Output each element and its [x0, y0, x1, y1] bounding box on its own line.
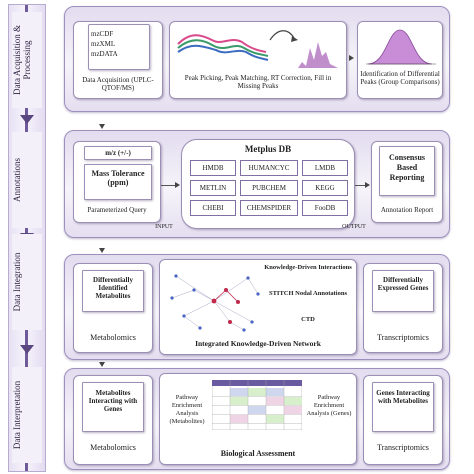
- pathway-genes-label: Pathway Enrichment Analysis (Genes): [306, 394, 352, 417]
- consensus-box: Consensus Based Reporting: [379, 146, 435, 196]
- stitch-label: STITCH Nodal Annotations: [268, 290, 348, 297]
- metab-with-genes-box: Metabolites Interacting with Genes: [82, 382, 144, 432]
- query-card: m/z (+/-) Mass Tolerance (ppm) Parameter…: [73, 141, 161, 223]
- row-interpretation: Metabolites Interacting with Genes Metab…: [64, 368, 450, 470]
- row-integration: Differentially Identified Metabolites Me…: [64, 254, 450, 360]
- db-kegg: KEGG: [302, 180, 348, 196]
- acquisition-label: Data Acquisition (UPLC-QTOF/MS): [82, 76, 154, 92]
- stage-label-integration: Data Integration: [12, 234, 42, 330]
- row1-to-row2-arrow: [99, 124, 105, 129]
- network-graph: [170, 274, 260, 332]
- stage-label-interpretation: Data Interpretation: [12, 367, 42, 463]
- db-hmdb: HMDB: [190, 160, 236, 176]
- db-title: Metplus DB: [244, 144, 292, 154]
- knowledge-interactions-label: Knowledge-Driven Interactions: [264, 264, 352, 271]
- diff-genes-box: Differentially Expressed Genes: [372, 270, 434, 312]
- genes-with-metab-label: Genes Interacting with Metabolites: [376, 389, 430, 405]
- diff-genes-label: Differentially Expressed Genes: [377, 276, 429, 292]
- arrow-to-identification: [349, 55, 354, 61]
- biological-assessment-label: Biological Assessment: [220, 449, 296, 458]
- format-mzcdf: mzCDF: [91, 30, 114, 38]
- transcriptomics-card-2: Genes Interacting with Metabolites Trans…: [363, 375, 443, 465]
- processing-card: Peak Picking, Peak Matching, RT Correcti…: [169, 21, 347, 99]
- stage-bar: Data Acquisition & Processing Annotation…: [8, 4, 46, 472]
- genes-with-metab-box: Genes Interacting with Metabolites: [372, 382, 434, 432]
- file-stack: mzCDF mzXML mzDATA: [88, 24, 150, 70]
- output-line: [355, 185, 365, 186]
- acquisition-card: mzCDF mzXML mzDATA Data Acquisition (UPL…: [73, 21, 163, 99]
- db-lmdb: LMDB: [302, 160, 348, 176]
- metabolomics-label-2: Metabolomics: [90, 443, 136, 452]
- mass-tolerance-label: Mass Tolerance (ppm): [91, 169, 145, 187]
- db-metlin: METLIN: [190, 180, 236, 196]
- diff-metabolites-box: Differentially Identified Metabolites: [82, 270, 144, 312]
- annotation-report-label: Annotation Report: [380, 206, 434, 214]
- pathway-metabolites-label: Pathway Enrichment Analysis (Metabolites…: [169, 394, 205, 425]
- db-chemspider: CHEMSPIDER: [240, 200, 298, 216]
- stage-arrow-1: [20, 115, 34, 124]
- diff-metabolites-label: Differentially Identified Metabolites: [93, 276, 133, 300]
- processing-label: Peak Picking, Peak Matching, RT Correcti…: [184, 74, 332, 90]
- chromatogram-image: [177, 30, 338, 68]
- input-line: [161, 185, 175, 186]
- enrichment-grid: [212, 380, 302, 430]
- input-arrowhead: [175, 182, 180, 188]
- output-arrowhead: [365, 182, 370, 188]
- query-label: Parameterized Query: [87, 206, 147, 214]
- identification-label: Identification of Differential Peaks (Gr…: [360, 70, 440, 86]
- transcriptomics-label: Transcriptomics: [377, 333, 429, 342]
- transcriptomics-card: Differentially Expressed Genes Transcrip…: [363, 263, 443, 353]
- row-acquisition: mzCDF mzXML mzDATA Data Acquisition (UPL…: [64, 6, 450, 112]
- transcriptomics-label-2: Transcriptomics: [377, 443, 429, 452]
- mz-box: m/z (+/-): [84, 146, 152, 160]
- format-mzdata: mzDATA: [91, 50, 118, 58]
- consensus-label: Consensus Based Reporting: [388, 153, 425, 182]
- metabolomics-card-2: Metabolites Interacting with Genes Metab…: [73, 375, 153, 465]
- mz-label: m/z (+/-): [105, 149, 131, 157]
- db-pubchem: PUBCHEM: [240, 180, 298, 196]
- output-label: OUTPUT: [342, 224, 366, 230]
- metplus-db: Metplus DB HMDB HUMANCYC LMDB METLIN PUB…: [181, 139, 355, 229]
- network-label: Integrated Knowledge-Driven Network: [195, 339, 321, 348]
- identification-card: Identification of Differential Peaks (Gr…: [357, 21, 443, 99]
- report-card: Consensus Based Reporting Annotation Rep…: [371, 141, 443, 223]
- row2-to-row3-arrow: [99, 248, 105, 253]
- stage-label-annotations: Annotations: [12, 132, 42, 228]
- assessment-card: Pathway Enrichment Analysis (Metabolites…: [159, 373, 357, 465]
- stage-label-acquisition: Data Acquisition & Processing: [12, 12, 42, 108]
- mass-tolerance-box: Mass Tolerance (ppm): [84, 164, 152, 200]
- db-foodb: FooDB: [302, 200, 348, 216]
- metab-with-genes-label: Metabolites Interacting with Genes: [88, 389, 138, 413]
- metabolomics-label: Metabolomics: [90, 333, 136, 342]
- db-humancyc: HUMANCYC: [240, 160, 298, 176]
- input-label: INPUT: [155, 224, 173, 230]
- metabolomics-card: Differentially Identified Metabolites Me…: [73, 263, 153, 353]
- row3-to-row4-arrow: [99, 362, 105, 367]
- network-card: Knowledge-Driven Interactions STITCH Nod…: [159, 259, 357, 355]
- stage-arrow-3: [20, 345, 34, 354]
- db-chebi: CHEBI: [190, 200, 236, 216]
- row-annotations: m/z (+/-) Mass Tolerance (ppm) Parameter…: [64, 130, 450, 238]
- distribution-plot: [366, 29, 436, 65]
- format-mzxml: mzXML: [91, 40, 116, 48]
- ctd-label: CTD: [301, 316, 315, 323]
